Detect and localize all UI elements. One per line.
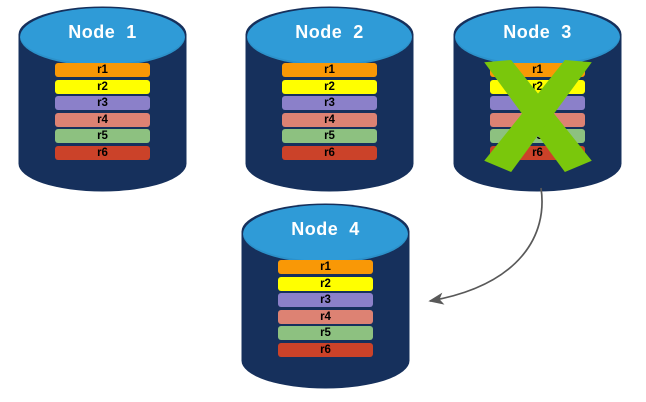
row-r6[interactable]: r6	[55, 145, 150, 160]
row-r4[interactable]: r4	[490, 112, 585, 127]
node-2-top-disc	[247, 8, 412, 66]
row-r4[interactable]: r4	[282, 112, 377, 127]
row-r1[interactable]: r1	[55, 63, 150, 77]
node-2-rows: r1 r2 r3 r4 r5 r6	[247, 8, 412, 190]
row-r2[interactable]: r2	[282, 79, 377, 94]
row-r5[interactable]: r5	[490, 129, 585, 143]
node-4-rows: r1 r2 r3 r4 r5 r6	[243, 205, 408, 387]
row-r2[interactable]: r2	[490, 79, 585, 94]
node-2[interactable]: Node 2 r1 r2 r3 r4 r5 r6	[247, 8, 412, 190]
row-r3[interactable]: r3	[282, 96, 377, 110]
node-3-label: Node 3	[503, 22, 572, 42]
row-r6[interactable]: r6	[282, 145, 377, 160]
node-4-top-disc	[243, 205, 408, 263]
node-4[interactable]: Node 4 r1 r2 r3 r4 r5 r6	[243, 205, 408, 387]
row-r2[interactable]: r2	[278, 276, 373, 291]
node-1-label: Node 1	[68, 22, 137, 42]
node-3[interactable]: Node 3 r1 r2 r3 r4 r5 r6	[455, 8, 620, 190]
row-r1[interactable]: r1	[490, 63, 585, 77]
node-1-top-disc	[20, 8, 185, 66]
row-r1[interactable]: r1	[278, 260, 373, 274]
node-4-label: Node 4	[291, 219, 360, 239]
row-r3[interactable]: r3	[55, 96, 150, 110]
row-r2[interactable]: r2	[55, 79, 150, 94]
row-r6[interactable]: r6	[490, 145, 585, 160]
node-2-label: Node 2	[295, 22, 364, 42]
node-1-rows: r1 r2 r3 r4 r5 r6	[20, 8, 185, 190]
row-r6[interactable]: r6	[278, 342, 373, 357]
node-3-top-disc	[455, 8, 620, 66]
row-r1[interactable]: r1	[282, 63, 377, 77]
row-r4[interactable]: r4	[55, 112, 150, 127]
node-1[interactable]: Node 1 r1 r2 r3 r4 r5 r6	[20, 8, 185, 190]
row-r5[interactable]: r5	[55, 129, 150, 143]
row-r3[interactable]: r3	[490, 96, 585, 110]
row-r4[interactable]: r4	[278, 309, 373, 324]
row-r3[interactable]: r3	[278, 293, 373, 307]
row-r5[interactable]: r5	[278, 326, 373, 340]
row-r5[interactable]: r5	[282, 129, 377, 143]
